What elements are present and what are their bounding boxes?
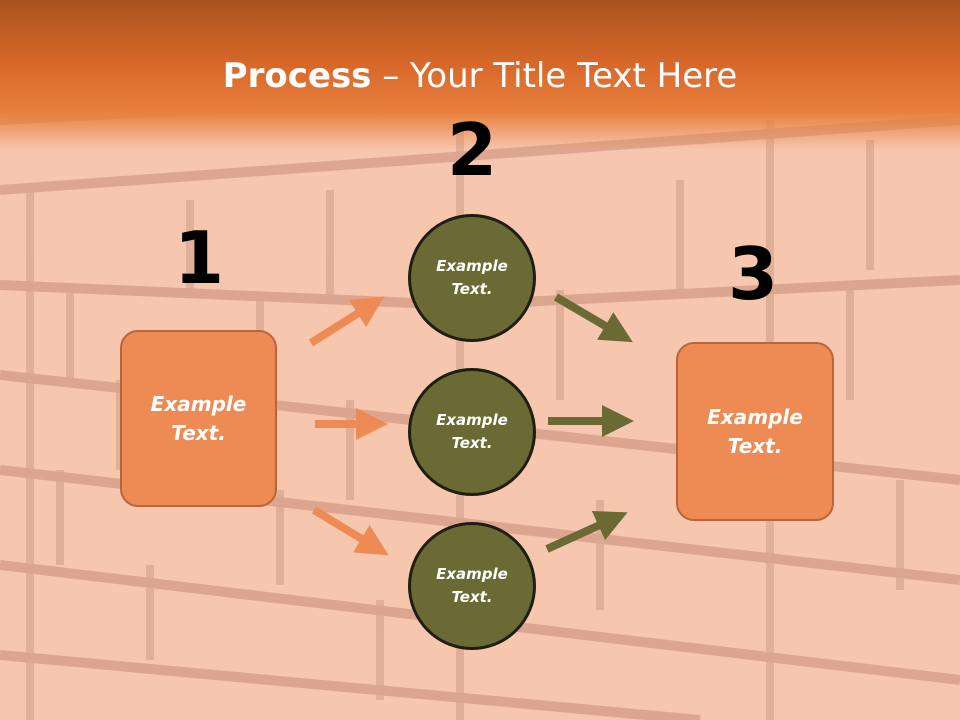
circle-bottom-text: Example Text. xyxy=(436,565,508,606)
arrow-from-top-circle xyxy=(553,293,633,343)
arrow-to-bottom-circle xyxy=(311,506,389,556)
step-3-box-text: Example Text. xyxy=(707,404,803,458)
arrow-to-top-circle xyxy=(308,296,385,347)
step-2-circle-bottom: Example Text. xyxy=(408,522,536,650)
step-1-box: Example Text. xyxy=(120,330,277,507)
arrow-from-bottom-circle xyxy=(545,511,628,553)
step-number-3: 3 xyxy=(727,232,779,316)
step-number-2: 2 xyxy=(446,108,498,192)
title-rest: – Your Title Text Here xyxy=(371,56,738,96)
step-2-circle-middle: Example Text. xyxy=(408,368,536,496)
step-2-circle-top: Example Text. xyxy=(408,214,536,342)
step-3-box: Example Text. xyxy=(676,342,834,521)
step-number-1: 1 xyxy=(173,216,225,300)
circle-middle-text: Example Text. xyxy=(436,411,508,452)
step-1-box-text: Example Text. xyxy=(150,391,247,445)
title-bold: Process xyxy=(222,56,372,96)
title-bar xyxy=(0,0,960,150)
circle-top-text: Example Text. xyxy=(436,257,508,298)
slide-title: Process – Your Title Text Here xyxy=(0,54,960,98)
